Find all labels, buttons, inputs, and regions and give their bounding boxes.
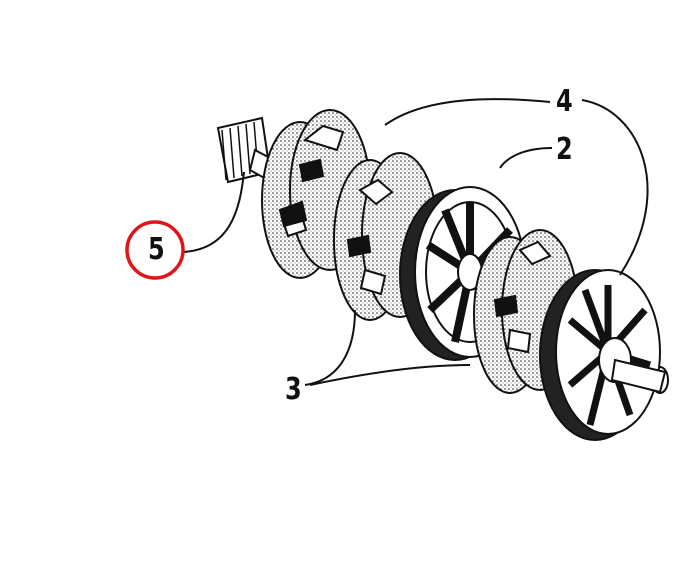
callout-5: 5 xyxy=(148,232,165,267)
callout-4: 4 xyxy=(556,84,573,119)
callout-2: 2 xyxy=(556,132,573,167)
leader-lines xyxy=(181,98,649,386)
callout-5-highlight-circle xyxy=(125,220,185,280)
callout-3: 3 xyxy=(285,372,302,407)
end-wheel xyxy=(539,269,667,441)
